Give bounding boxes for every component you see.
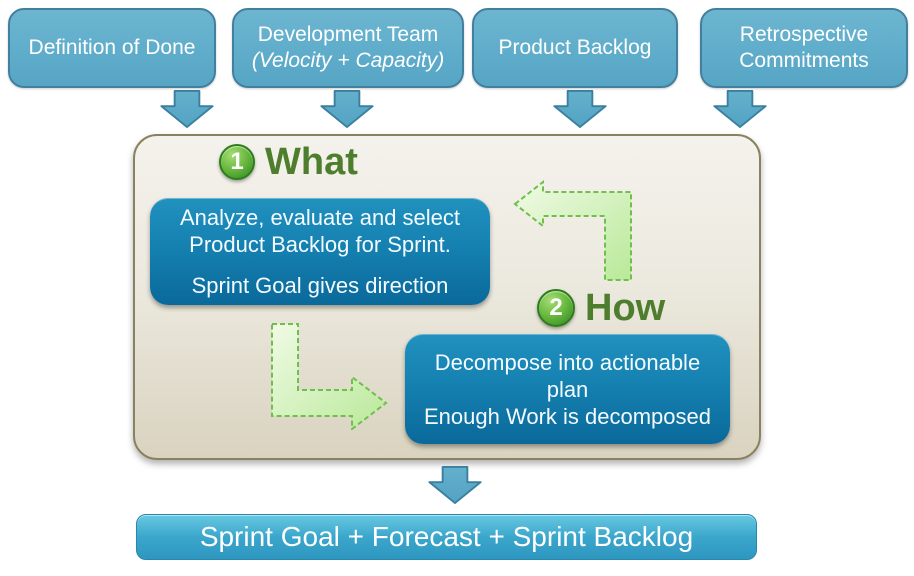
input-box-label: Definition of Done [28,36,196,59]
input-box-label: Commitments [739,49,869,72]
step-2-title: How [585,287,666,329]
down-arrow-icon [428,466,482,504]
input-box-label: Development Team [257,23,439,46]
step-1-badge: 1 [219,144,255,180]
down-arrow-icon [160,90,214,128]
down-arrow-icon [553,90,607,128]
step-2-badge: 2 [537,289,575,327]
sprint-planning-panel: 1 What Analyze, evaluate and select Prod… [133,134,761,460]
what-line-1: Analyze, evaluate and select [179,205,461,230]
input-box-product-backlog: Product Backlog [472,8,678,88]
what-content-box: Analyze, evaluate and select Product Bac… [150,198,490,305]
how-line-2: Enough Work is decomposed [424,403,711,429]
what-line-2: Product Backlog for Sprint. [189,232,451,257]
input-box-label: Retrospective [739,23,869,46]
output-bar-label: Sprint Goal + Forecast + Sprint Backlog [199,521,694,552]
what-line-3: Sprint Goal gives direction [191,273,449,298]
input-box-development-team: Development Team (Velocity + Capacity) [232,8,464,88]
step-1-title: What [265,141,358,183]
how-line-1: Decompose into actionable plan [434,349,701,402]
input-box-sublabel: (Velocity + Capacity) [251,49,445,72]
down-arrow-icon [320,90,374,128]
output-bar: Sprint Goal + Forecast + Sprint Backlog [136,514,757,560]
step-1-number: 1 [230,148,244,175]
input-box-label: Product Backlog [498,36,652,59]
step-2-number: 2 [549,294,563,321]
input-box-retrospective-commitments: Retrospective Commitments [700,8,908,88]
input-box-definition-of-done: Definition of Done [8,8,216,88]
down-arrow-icon [713,90,767,128]
elbow-arrow-right-icon [271,323,388,430]
how-content-box: Decompose into actionable plan Enough Wo… [405,334,730,444]
elbow-arrow-left-icon [513,179,632,281]
